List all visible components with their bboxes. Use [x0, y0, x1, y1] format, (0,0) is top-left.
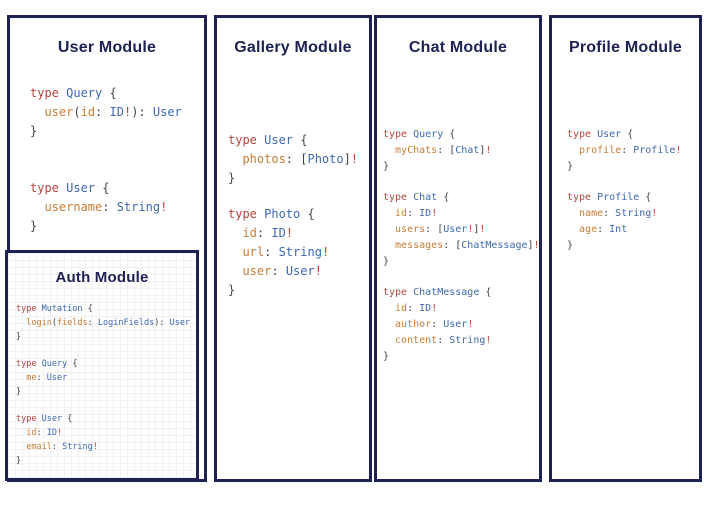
gallery-module-panel: Gallery Module type User { photos: [Phot…	[214, 15, 372, 482]
auth-module-code: type Mutation { login(fields: LoginField…	[16, 304, 191, 466]
chat-module-code: type Query { myChats: [Chat]!}type Chat …	[383, 129, 540, 362]
profile-module-code: type User { profile: Profile!}type Profi…	[567, 129, 682, 251]
auth-module-title: Auth Module	[55, 269, 149, 286]
profile-module-title: Profile Module	[568, 39, 683, 56]
gallery-module-title: Gallery Module	[234, 39, 352, 56]
user-module-title: User Module	[57, 39, 157, 56]
chat-module-panel: Chat Module type Query { myChats: [Chat]…	[374, 15, 542, 482]
user-module-code: type Query { user(id: ID!): User}type Us…	[30, 86, 182, 233]
gallery-module-code: type User { photos: [Photo]!}type Photo …	[228, 133, 359, 297]
chat-module-title: Chat Module	[408, 39, 508, 56]
auth-module-panel: Auth Module type Mutation { login(fields…	[5, 250, 199, 481]
profile-module-panel: Profile Module type User { profile: Prof…	[549, 15, 702, 482]
